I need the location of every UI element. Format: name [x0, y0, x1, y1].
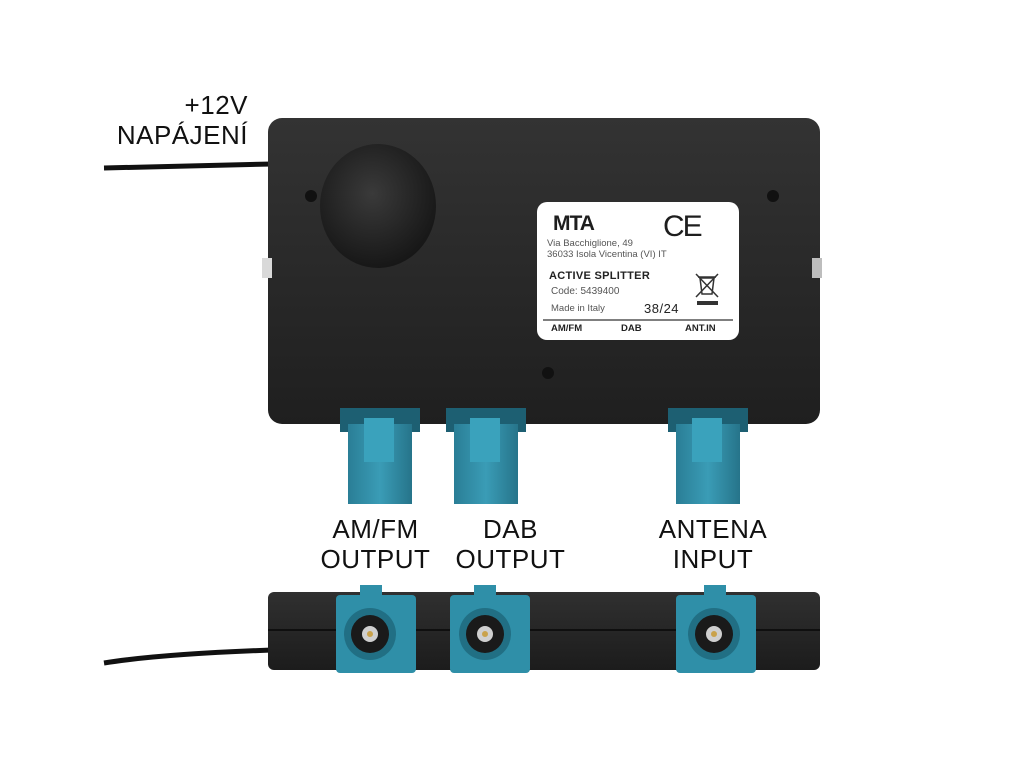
dab-caption-line-2: OUTPUT: [455, 544, 566, 574]
amfm-caption-line-2: OUTPUT: [320, 544, 431, 574]
screw-hole: [767, 190, 779, 202]
rubber-dome: [320, 144, 436, 268]
power-caption-line-2: NAPÁJENÍ: [116, 120, 248, 150]
connector-antenna-side: [676, 585, 756, 673]
brand-logo: MTA: [553, 212, 595, 235]
port-label-antenna: ANT.IN: [685, 323, 716, 334]
power-cable-side: [103, 647, 273, 666]
address-line-2: 36033 Isola Vicentina (VI) IT: [547, 249, 667, 260]
dab-caption-line-1: DAB: [483, 514, 538, 544]
connector-amfm-side: [336, 585, 416, 673]
connector-antenna: [668, 408, 748, 504]
connector-dab: [446, 408, 526, 504]
screw-hole: [305, 190, 317, 202]
amfm-caption-line-1: AM/FM: [332, 514, 419, 544]
address-line-1: Via Bacchiglione, 49: [547, 238, 633, 249]
antenna-caption-line-2: INPUT: [672, 544, 754, 574]
product-code: Code: 5439400: [551, 286, 620, 297]
device-label-bg: [537, 202, 739, 340]
device-label: MTA CE Via Bacchiglione, 49 36033 Isola …: [537, 202, 739, 340]
manufacturer-address: Via Bacchiglione, 49 36033 Isola Vicenti…: [547, 238, 667, 260]
power-caption-line-1: +12V: [184, 90, 248, 120]
dab-output-caption: DAB OUTPUT: [448, 514, 573, 574]
ce-mark: CE: [663, 210, 703, 243]
port-label-dab: DAB: [621, 323, 642, 334]
product-name: ACTIVE SPLITTER: [549, 270, 651, 282]
power-caption: +12V NAPÁJENÍ: [117, 90, 248, 150]
antenna-caption-line-1: ANTENA: [658, 514, 768, 544]
connector-amfm: [340, 408, 420, 504]
amfm-output-caption: AM/FM OUTPUT: [313, 514, 438, 574]
made-in: Made in Italy: [551, 303, 605, 314]
antenna-input-caption: ANTENA INPUT: [643, 514, 783, 574]
batch-number: 38/24: [644, 301, 680, 316]
weee-crossed-bin-icon: [695, 273, 719, 305]
port-label-amfm: AM/FM: [551, 323, 583, 334]
connector-dab-side: [450, 585, 530, 673]
power-cable: [103, 161, 273, 171]
screw-hole: [542, 367, 554, 379]
